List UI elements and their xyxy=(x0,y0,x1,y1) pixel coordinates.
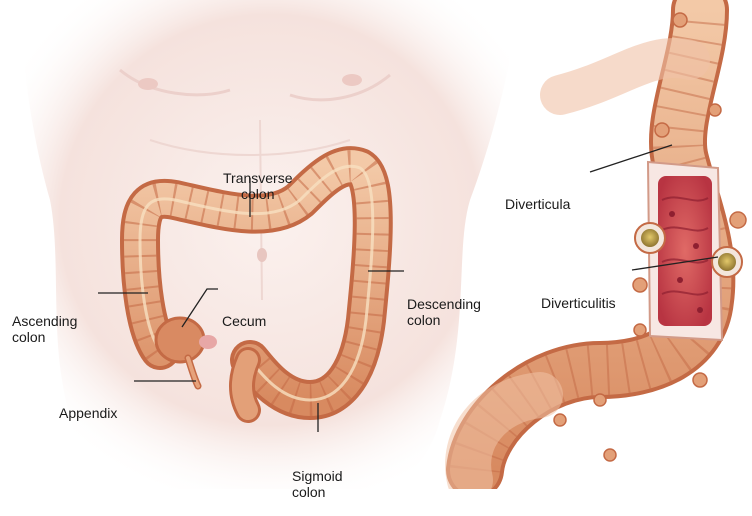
label-diverticula: Diverticula xyxy=(505,164,570,228)
label-transverse-colon: Transversecolon xyxy=(223,138,293,218)
colon-diagram: Transversecolon Ascendingcolon Cecum Des… xyxy=(0,0,752,489)
label-ascending-colon: Ascendingcolon xyxy=(12,281,77,361)
label-appendix: Appendix xyxy=(59,373,117,437)
label-sigmoid-colon: Sigmoidcolon xyxy=(292,436,343,516)
colon-right xyxy=(468,10,746,480)
label-descending-colon: Descendingcolon xyxy=(407,264,481,344)
label-diverticulitis: Diverticulitis xyxy=(541,263,616,327)
label-cecum: Cecum xyxy=(222,281,266,345)
